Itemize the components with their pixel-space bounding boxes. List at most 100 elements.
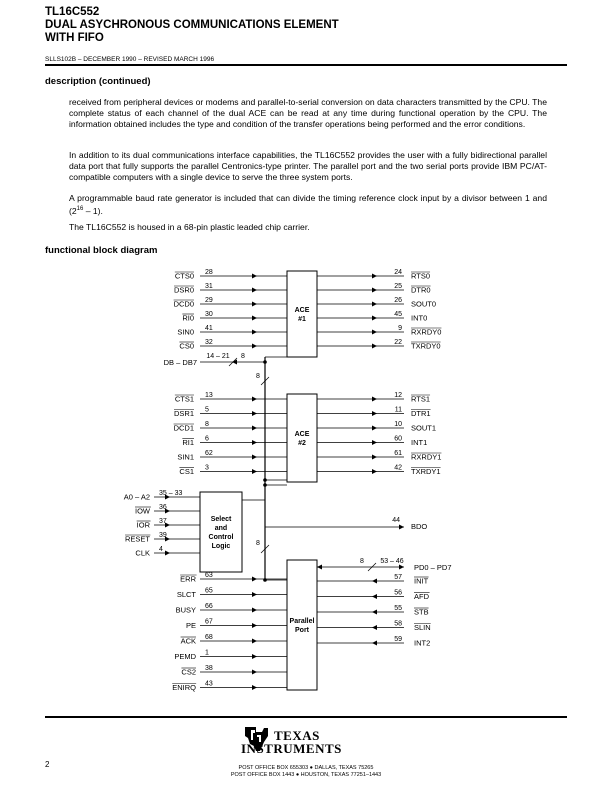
ace2-output-signal-label: DTR1 xyxy=(411,409,431,418)
parallel-output-arrow xyxy=(372,578,377,584)
databus-pin-number: 14 – 21 xyxy=(206,353,229,360)
ace2-input-signal-label: DCD1 xyxy=(174,424,194,433)
select-control-logic-block-box xyxy=(199,491,243,573)
paragraph-3-text: A programmable baud rate generator is in… xyxy=(69,193,547,216)
ace2-block-label: #2 xyxy=(298,440,306,447)
ace1-output-arrow xyxy=(372,287,377,293)
select-input-pin-number: 37 xyxy=(159,518,167,525)
parallel-input-pin-number: 43 xyxy=(205,681,213,688)
bdo-pin-number: 44 xyxy=(392,517,400,524)
section-heading: description (continued) xyxy=(45,76,151,87)
databus-arrow xyxy=(232,359,237,365)
parallel-input-signal-label: PE xyxy=(186,621,196,630)
title-line-1: TL16C552 xyxy=(45,6,100,18)
ace2-output-signal-label: TXRDY1 xyxy=(411,467,441,476)
ace2-input-arrow xyxy=(252,396,257,402)
ace1-input-signal-label: CS0 xyxy=(179,342,194,351)
parallel-output-signal-label: INIT xyxy=(414,577,429,586)
ace1-output-pin-number: 25 xyxy=(394,283,402,290)
bus-width-label: 8 xyxy=(256,540,260,547)
ace1-output-pin-number: 9 xyxy=(398,325,402,332)
parallel-input-arrow xyxy=(252,607,257,613)
parallel-output-pin-number: 58 xyxy=(394,621,402,628)
select-input-pin-number: 4 xyxy=(159,546,163,553)
paragraph-3-tail: – 1). xyxy=(83,205,103,216)
select-input-arrow xyxy=(165,522,170,528)
ace2-output-signal-label: SOUT1 xyxy=(411,424,436,433)
ace1-input-pin-number: 31 xyxy=(205,283,213,290)
select-input-signal-label: CLK xyxy=(135,549,150,558)
select-input-arrow xyxy=(165,508,170,514)
select-control-logic-block-label: and xyxy=(215,525,227,532)
parallel-input-signal-label: SLCT xyxy=(177,590,197,599)
ace1-block-label: #1 xyxy=(298,316,306,323)
ace1-input-pin-number: 30 xyxy=(205,311,213,318)
parallel-output-arrow xyxy=(372,609,377,615)
document-id: SLLS102B – DECEMBER 1990 – REVISED MARCH… xyxy=(45,56,215,63)
ace2-block-label: ACE xyxy=(295,431,310,438)
logo-word-instruments: INSTRUMENTS xyxy=(241,741,342,756)
paragraph-3: A programmable baud rate generator is in… xyxy=(69,193,547,217)
parallel-output-pin-number: 57 xyxy=(394,574,402,581)
ace2-output-arrow xyxy=(372,454,377,460)
bus-junction-dot xyxy=(263,483,267,487)
paragraph-3-exponent: 16 xyxy=(76,206,84,212)
ace2-output-arrow xyxy=(372,469,377,474)
ace2-input-pin-number: 62 xyxy=(205,450,213,457)
parallel-port-block-label: Port xyxy=(295,627,310,634)
parallel-output-pin-number: 59 xyxy=(394,636,402,643)
ace1-input-pin-number: 28 xyxy=(205,269,213,276)
select-input-signal-label: RESET xyxy=(125,535,150,544)
diagram-heading: functional block diagram xyxy=(45,245,158,256)
document-title: TL16C552 DUAL ASYCHRONOUS COMMUNICATIONS… xyxy=(45,6,339,45)
parallel-input-signal-label: ERR xyxy=(180,575,196,584)
ace1-input-arrow xyxy=(252,273,257,279)
ace1-input-arrow xyxy=(252,315,257,321)
parallel-output-arrow xyxy=(372,640,377,646)
ace1-input-signal-label: CTS0 xyxy=(175,272,194,281)
parallel-input-pin-number: 66 xyxy=(205,603,213,610)
parallel-input-arrow xyxy=(252,685,257,690)
parallel-output-signal-label: SLIN xyxy=(414,623,431,632)
parallel-input-arrow xyxy=(252,669,257,675)
ace1-input-signal-label: DCD0 xyxy=(174,300,194,309)
select-input-arrow xyxy=(165,550,170,556)
ace2-output-pin-number: 10 xyxy=(394,421,402,428)
parallel-input-signal-label: ENIRQ xyxy=(172,683,196,692)
parallel-input-pin-number: 1 xyxy=(205,650,209,657)
ace1-input-signal-label: RI0 xyxy=(182,314,194,323)
ace2-output-pin-number: 42 xyxy=(394,465,402,472)
ace1-output-arrow xyxy=(372,273,377,279)
parallel-output-signal-label: STB xyxy=(414,608,429,617)
title-line-3: WITH FIFO xyxy=(45,32,104,44)
select-control-logic-block-label: Control xyxy=(209,534,234,541)
ace1-input-pin-number: 32 xyxy=(205,339,213,346)
pd-bus-arrow xyxy=(317,564,322,570)
ace2-block-box xyxy=(286,393,318,483)
ace2-input-signal-label: RI1 xyxy=(182,438,194,447)
ace1-output-signal-label: RTS0 xyxy=(411,272,430,281)
select-input-arrow xyxy=(165,494,170,500)
ace2-output-pin-number: 11 xyxy=(395,407,402,414)
parallel-input-arrow xyxy=(252,623,257,628)
footer-rule xyxy=(45,716,567,718)
ti-state-icon xyxy=(245,727,268,751)
parallel-output-signal-label: AFD xyxy=(414,592,430,601)
parallel-input-arrow xyxy=(252,592,257,597)
parallel-input-signal-label: ACK xyxy=(181,637,196,646)
bus-slash xyxy=(260,544,270,554)
ace2-input-pin-number: 6 xyxy=(205,436,209,443)
parallel-output-pin-number: 55 xyxy=(394,605,402,612)
ace2-input-signal-label: CTS1 xyxy=(175,395,194,404)
paragraph-1: received from peripheral devices or mode… xyxy=(69,97,547,129)
paragraph-4: The TL16C552 is housed in a 68-pin plast… xyxy=(69,222,310,232)
ace2-input-signal-label: SIN1 xyxy=(177,453,194,462)
ace1-block-box xyxy=(286,270,318,358)
address-line-2: POST OFFICE BOX 1443 ● HOUSTON, TEXAS 77… xyxy=(230,772,382,778)
title-line-2: DUAL ASYCHRONOUS COMMUNICATIONS ELEMENT xyxy=(45,19,339,31)
select-input-pin-number: 39 xyxy=(159,532,167,539)
parallel-input-pin-number: 38 xyxy=(205,665,213,672)
ace1-output-signal-label: DTR0 xyxy=(411,286,431,295)
ace2-input-pin-number: 8 xyxy=(205,421,209,428)
